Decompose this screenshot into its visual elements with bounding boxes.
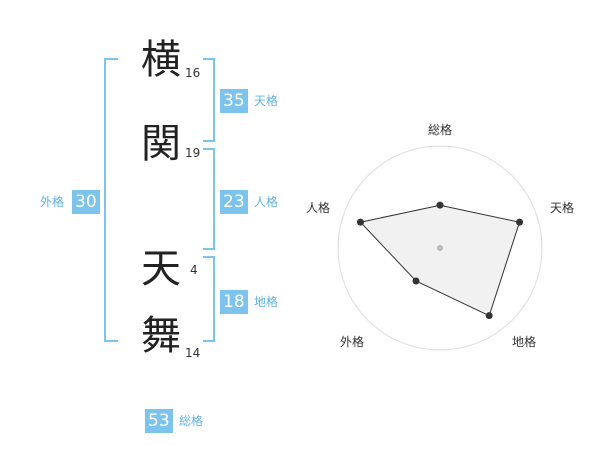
- gaikaku-bracket: [104, 58, 118, 342]
- soukaku-label: 総格: [179, 414, 204, 428]
- radar-point: [485, 312, 493, 320]
- radar-point: [356, 218, 364, 226]
- stroke-count-2: 19: [185, 146, 201, 160]
- radar-center-dot: [437, 245, 443, 251]
- radar-point: [516, 218, 524, 226]
- tenkaku-label: 天格: [254, 94, 279, 108]
- radar-point: [412, 277, 420, 285]
- chikaku-value: 18: [220, 290, 248, 314]
- stroke-count-4: 14: [185, 346, 201, 360]
- radar-axis-label-chikaku: 地格: [512, 334, 536, 349]
- jinkaku-value: 23: [220, 190, 248, 214]
- stroke-count-1: 16: [185, 66, 201, 80]
- radar-point: [436, 201, 444, 209]
- stroke-count-3: 4: [190, 263, 198, 277]
- name-char-3: 天: [141, 246, 181, 292]
- radar-axis-label-gaikaku: 外格: [340, 334, 364, 349]
- soukaku-value: 53: [145, 409, 173, 433]
- tenkaku-value: 35: [220, 89, 248, 113]
- jinkaku-bracket: [203, 148, 215, 250]
- name-char-4: 舞: [141, 313, 181, 359]
- tenkaku-bracket: [203, 58, 215, 142]
- jinkaku-label: 人格: [254, 195, 279, 209]
- chikaku-bracket: [203, 256, 215, 342]
- radar-data-polygon: [359, 204, 521, 317]
- radar-axis-label-soukaku: 総格: [428, 122, 452, 137]
- gaikaku-value: 30: [72, 190, 100, 214]
- name-char-1: 横: [141, 37, 181, 83]
- radar-axis-label-jinkaku: 人格: [306, 200, 330, 215]
- radar-axis-label-tenkaku: 天格: [550, 200, 574, 215]
- chikaku-label: 地格: [254, 295, 279, 309]
- name-char-2: 関: [141, 121, 181, 167]
- gaikaku-label: 外格: [40, 195, 65, 209]
